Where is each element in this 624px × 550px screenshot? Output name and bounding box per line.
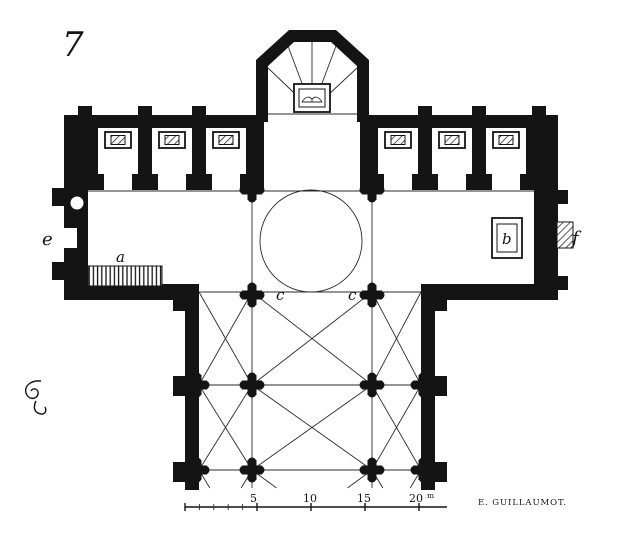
high-altar xyxy=(293,83,331,113)
label-b: b xyxy=(502,230,512,248)
stair-turret xyxy=(69,195,85,211)
label-a: a xyxy=(116,248,125,266)
label-f: f xyxy=(570,228,582,249)
plan-labels: 7 e a b c c f xyxy=(42,25,582,304)
apse-vault-ribs xyxy=(267,42,358,115)
east-end-wall xyxy=(534,178,574,300)
label-c-right: c xyxy=(348,286,357,304)
apse xyxy=(256,30,369,122)
piers xyxy=(184,177,436,483)
margin-mark xyxy=(24,380,47,415)
plate-number: 7 xyxy=(62,25,84,65)
scale-tick-20: 20 xyxy=(409,492,423,505)
transept-north-wall-and-chapels xyxy=(64,106,558,190)
side-altar xyxy=(491,217,523,259)
chapel-altars xyxy=(104,131,520,149)
vault-plan-lines xyxy=(88,189,534,489)
engraver-signature: E. GUILLAUMOT. xyxy=(478,498,567,508)
scale-unit: m xyxy=(427,491,434,500)
nave-walls xyxy=(173,293,447,490)
label-e: e xyxy=(42,229,53,250)
crossing-pier-c-right xyxy=(359,282,385,308)
scale-bar: 5 10 15 20 m E. GUILLAUMOT. xyxy=(184,491,567,511)
scale-tick-5: 5 xyxy=(250,492,257,505)
west-end-wall xyxy=(52,178,88,300)
staircase xyxy=(87,265,163,287)
scale-tick-10: 10 xyxy=(303,492,317,505)
crossing-pier-c-left xyxy=(239,282,265,308)
label-c-left: c xyxy=(276,286,285,304)
transept-south-walls xyxy=(64,284,558,300)
open-book-icon xyxy=(301,96,323,103)
east-buttress xyxy=(556,221,574,249)
crossing-dome-outline xyxy=(259,189,363,293)
scale-tick-15: 15 xyxy=(357,492,371,505)
west-door-opening xyxy=(64,228,77,248)
